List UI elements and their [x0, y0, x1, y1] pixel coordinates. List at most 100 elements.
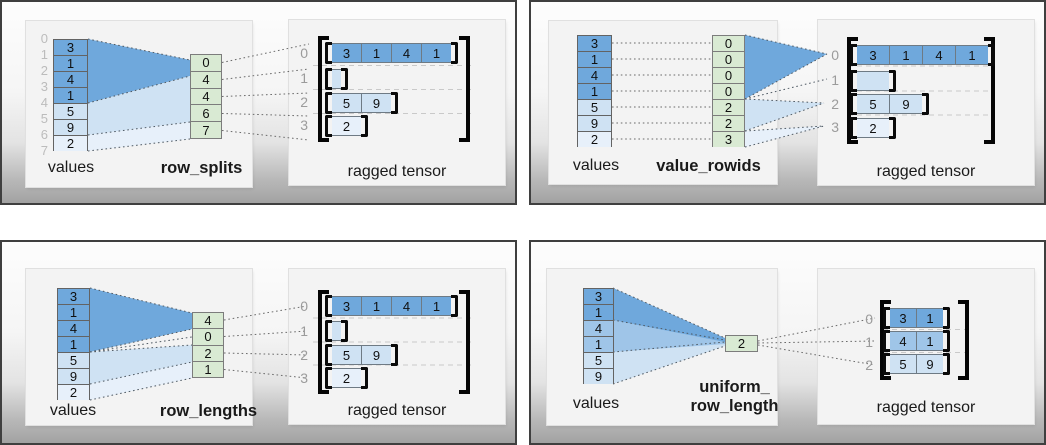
- row-close-bracket: [341, 68, 348, 90]
- row-open-bracket: [325, 68, 332, 90]
- row-label: 2: [300, 94, 308, 110]
- funnel-light: [745, 99, 824, 131]
- funnel-light: [613, 342, 725, 384]
- value-index-label: 2: [40, 63, 48, 78]
- partition-cell: 4: [191, 87, 221, 105]
- row-label: 3: [300, 370, 308, 386]
- panel-uniform-row-length: 3 1 4 1 5 9 2 values uniform_ row_length…: [529, 240, 1046, 445]
- row-label: 2: [865, 357, 873, 373]
- row-label: 1: [300, 70, 308, 86]
- value-cell: 1: [578, 51, 611, 67]
- row-separators: [848, 65, 993, 116]
- ragged-tensor-label: ragged tensor: [876, 163, 976, 180]
- row-splits-column: 0 4 4 6 7: [190, 54, 222, 139]
- tensor-cell: 1: [916, 332, 943, 350]
- row-open-bracket: [325, 320, 332, 342]
- tensor-cell: 3: [890, 309, 916, 327]
- tensor-cell: 1: [361, 297, 391, 315]
- row-label: 0: [865, 311, 873, 327]
- row-open-bracket: [850, 117, 857, 139]
- value-cell: 9: [578, 115, 611, 131]
- panel-row-lengths: 3 1 4 1 5 9 2 4 0 2 1 values row_lengths…: [0, 240, 517, 445]
- value-cell: 1: [584, 336, 613, 352]
- partition-cell: 0: [713, 67, 744, 83]
- row-close-bracket: [341, 320, 348, 342]
- row-open-bracket: [325, 295, 332, 317]
- tensor-cell: 2: [857, 119, 889, 137]
- row-label: 3: [300, 117, 308, 133]
- tensor-cell: 1: [421, 297, 451, 315]
- tensor-cell: 4: [890, 332, 916, 350]
- partition-cell: 0: [713, 83, 744, 99]
- partition-cell: 1: [193, 360, 223, 377]
- value-cell: 3: [584, 289, 613, 304]
- value-index-label: 1: [40, 47, 48, 62]
- value-cell: 4: [58, 320, 89, 336]
- value-cell: 1: [58, 304, 89, 320]
- row-close-bracket: [922, 93, 929, 115]
- tensor-row: 2: [325, 115, 368, 137]
- tensor-row: 3 1 4 1: [850, 44, 995, 66]
- values-label: values: [572, 157, 620, 174]
- row-label: 3: [831, 119, 839, 135]
- row-close-bracket: [943, 353, 950, 375]
- tensor-row-empty: [325, 68, 348, 90]
- partition-cell: 2: [713, 115, 744, 131]
- values-label: values: [49, 402, 97, 419]
- tensor-cell: 3: [332, 44, 361, 62]
- value-cell: 5: [54, 103, 87, 119]
- tensor-close-bracket: [459, 290, 470, 394]
- row-close-bracket: [451, 295, 458, 317]
- tensor-close-bracket: [958, 300, 969, 380]
- method-label-line1: uniform_: [699, 378, 770, 396]
- tensor-cell: 2: [332, 117, 361, 135]
- row-open-bracket: [883, 353, 890, 375]
- connector-overlay: [87, 38, 472, 152]
- row-close-bracket: [361, 115, 368, 137]
- tensor-row: 3 1 4 1: [325, 295, 458, 317]
- tensor-cell: 9: [361, 94, 391, 112]
- value-cell: 2: [58, 384, 89, 400]
- tensor-row: 5 9: [850, 93, 929, 115]
- tensor-cell: 3: [332, 297, 361, 315]
- row-close-bracket: [361, 367, 368, 389]
- row-close-bracket: [391, 92, 398, 114]
- empty-row-fill: [332, 70, 341, 88]
- partition-cell: 2: [726, 336, 757, 351]
- row-close-bracket: [451, 42, 458, 64]
- partition-cell: 3: [713, 131, 744, 147]
- partition-to-row-connectors: [757, 317, 876, 366]
- tensor-row: 5 9: [325, 344, 398, 366]
- funnel-dark: [88, 39, 190, 103]
- row-open-bracket: [883, 307, 890, 329]
- method-label: uniform_ row_length: [677, 378, 792, 416]
- tensor-row: 5 9: [325, 92, 398, 114]
- value-cell: 3: [58, 289, 89, 304]
- tensor-cell: 1: [889, 46, 922, 64]
- value-cell: 1: [54, 55, 87, 71]
- tensor-open-bracket: [318, 290, 329, 394]
- value-cell: 3: [578, 36, 611, 51]
- values-label: values: [47, 159, 95, 176]
- value-cell: 4: [54, 71, 87, 87]
- tensor-cell: 1: [955, 46, 988, 64]
- row-close-bracket: [943, 307, 950, 329]
- method-label: row_splits: [160, 159, 243, 177]
- row-open-bracket: [325, 344, 332, 366]
- partition-to-row-connectors: [223, 305, 308, 379]
- partition-cell: 2: [713, 99, 744, 115]
- value-cell: 1: [58, 336, 89, 352]
- partition-cell: 4: [193, 313, 223, 329]
- value-cell: 5: [584, 352, 613, 368]
- row-open-bracket: [325, 42, 332, 64]
- uniform-row-length-cell: 2: [725, 335, 758, 352]
- partition-cell: 0: [713, 36, 744, 51]
- values-column: 3 1 4 1 5 9: [583, 288, 614, 384]
- value-cell: 2: [54, 135, 87, 151]
- value-index-label: 4: [40, 95, 48, 110]
- value-cell: 3: [54, 40, 87, 55]
- tensor-row-empty: [850, 70, 896, 92]
- value-index-labels: 0 1 2 3 4 5 6 7: [26, 31, 48, 159]
- tensor-cell: 1: [361, 44, 391, 62]
- row-label: 1: [865, 334, 873, 350]
